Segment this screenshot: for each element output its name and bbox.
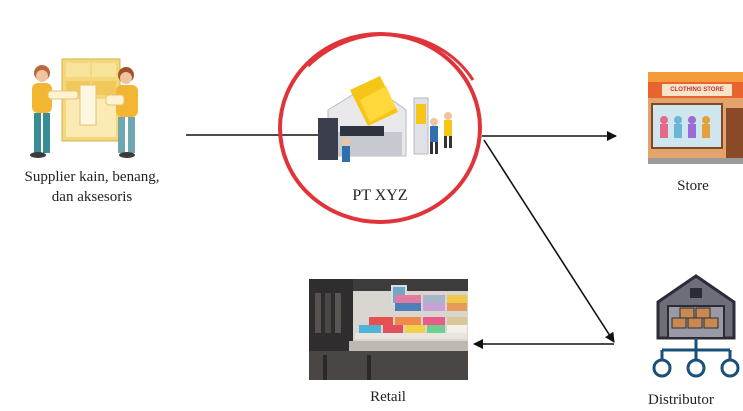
store-sign: CLOTHING STORE [670,87,724,93]
retail-node [309,279,468,380]
company-node: PT XYZ [268,18,498,226]
supplier-node [22,55,152,161]
retail-photo [309,279,468,380]
retail-label: Retail [370,389,406,405]
factory-machine-illustration [318,76,452,162]
supplier-illustration [30,58,138,158]
highlight-ring [278,32,482,224]
arrow-company-to-distributor [483,139,615,343]
supplier-label-line2: dan aksesoris [51,189,133,205]
warehouse-network-icon [652,274,740,378]
supplier-label-line1: Supplier kain, benang, [24,169,160,185]
supplier-label: Supplier kain, benang, dan aksesoris [2,167,182,207]
company-label: PT XYZ [352,187,408,204]
store-label: Store [677,178,709,194]
distributor-label: Distributor [648,392,714,408]
store-illustration [648,72,743,164]
store-node: CLOTHING STORE [648,72,743,164]
distributor-node [648,272,743,384]
